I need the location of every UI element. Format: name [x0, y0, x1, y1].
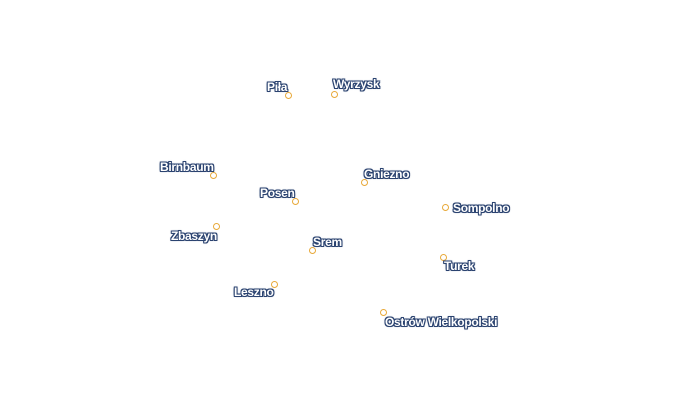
place-label: Sompolno	[453, 201, 510, 215]
place-marker[interactable]	[270, 280, 278, 288]
place-marker[interactable]	[330, 90, 338, 98]
place-marker[interactable]	[441, 203, 449, 211]
place-label: Leszno	[234, 285, 274, 299]
place-marker[interactable]	[379, 308, 387, 316]
place-marker[interactable]	[284, 91, 292, 99]
place-marker[interactable]	[291, 197, 299, 205]
place-marker[interactable]	[209, 171, 217, 179]
place-label: Posen	[260, 186, 295, 200]
place-label: Turek	[444, 259, 475, 273]
place-label: Birnbaum	[160, 160, 214, 174]
place-label: Piła	[267, 80, 288, 94]
place-label: Zbaszyn	[171, 229, 217, 243]
place-marker[interactable]	[308, 246, 316, 254]
place-label: Gniezno	[364, 167, 410, 181]
place-label: Wyrzysk	[333, 77, 380, 91]
place-marker[interactable]	[439, 253, 447, 261]
place-label: Srem	[313, 235, 342, 249]
place-label: Ostrów Wielkopolski	[385, 315, 498, 329]
place-marker[interactable]	[212, 222, 220, 230]
place-marker[interactable]	[360, 178, 368, 186]
